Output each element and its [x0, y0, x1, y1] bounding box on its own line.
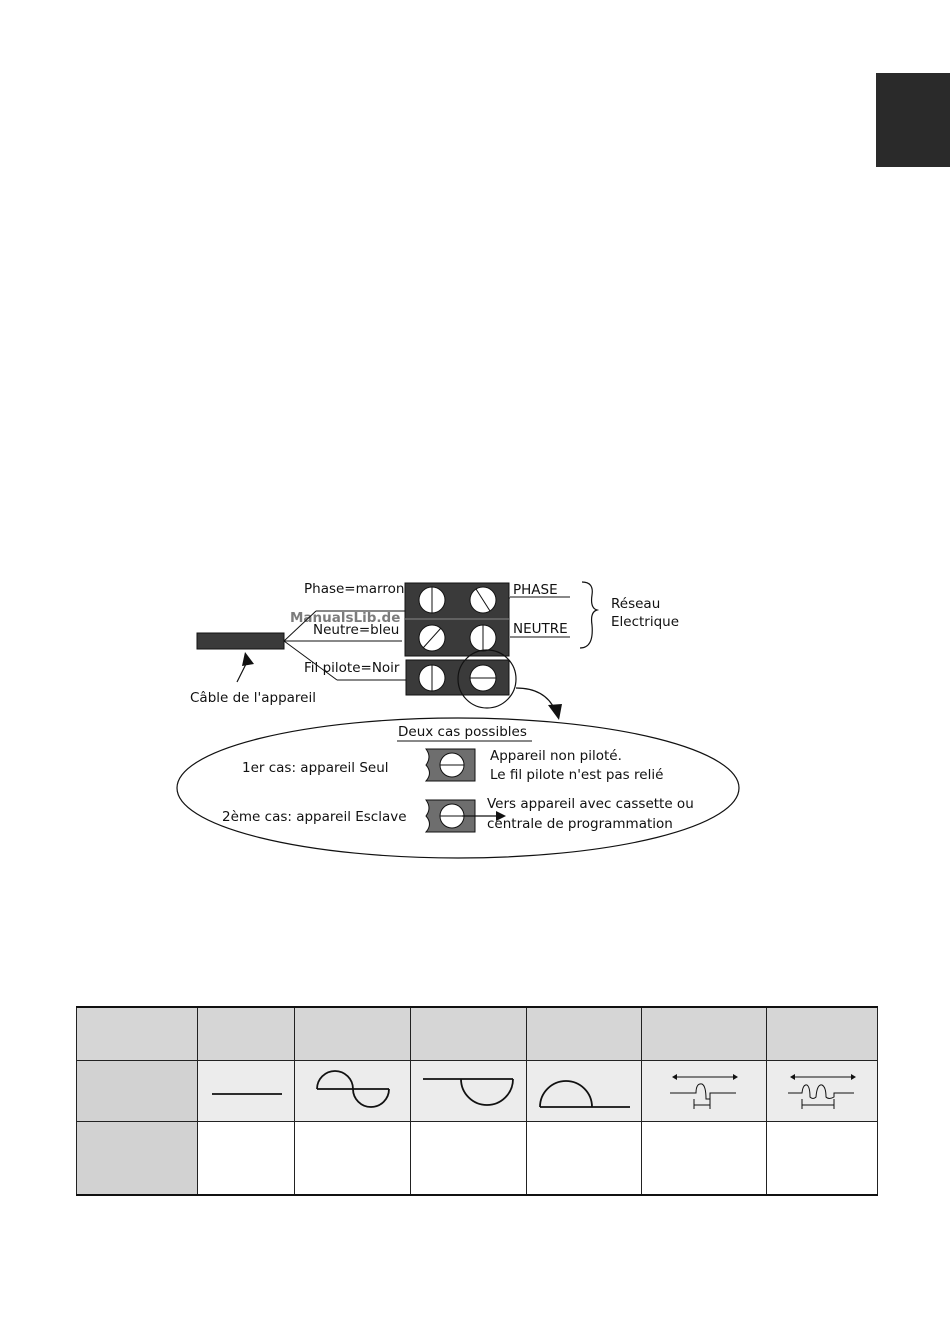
header-cell	[410, 1006, 527, 1061]
wiring-diagram: Phase=marron Neutre=bleu Fil pilote=Noir…	[176, 581, 740, 859]
cases-ellipse	[176, 717, 740, 859]
watermark: ManualsLib.de	[290, 610, 400, 626]
case1-terminal	[424, 748, 476, 782]
label-neutral-wire: Neutre=bleu	[313, 622, 399, 638]
label-network-line1: Réseau	[611, 596, 660, 612]
label-pilot-wire: Fil pilote=Noir	[304, 660, 400, 676]
case2-terminal	[424, 799, 506, 833]
pilot-signal-table	[76, 1006, 878, 1196]
label-terminal-phase: PHASE	[513, 582, 558, 598]
waveform-full-sine-cell	[294, 1060, 411, 1122]
magnify-arrowhead	[548, 704, 562, 720]
body-cell	[526, 1121, 642, 1196]
cases-title: Deux cas possibles	[398, 724, 527, 740]
magnify-circle	[457, 649, 517, 709]
header-cell	[641, 1006, 767, 1061]
body-cell	[197, 1121, 295, 1196]
label-device-cable: Câble de l'appareil	[190, 690, 316, 706]
body-cell	[641, 1121, 767, 1196]
label-terminal-neutral: NEUTRE	[513, 621, 568, 637]
case2-desc-line2: centrale de programmation	[487, 816, 673, 832]
case2-desc-line1: Vers appareil avec cassette ou	[487, 796, 694, 812]
case1-desc-line1: Appareil non piloté.	[490, 748, 622, 764]
waveform-row-header	[76, 1060, 198, 1122]
waveform-pulse-double-icon	[788, 1074, 856, 1109]
body-row-header	[76, 1121, 198, 1196]
header-cell-corner	[76, 1006, 198, 1061]
case1-desc-line2: Le fil pilote n'est pas relié	[490, 767, 663, 783]
body-cell	[766, 1121, 878, 1196]
magnify-arrow	[515, 687, 556, 711]
terminal-block-pilot	[405, 659, 510, 696]
table-header-row	[76, 1006, 878, 1061]
waveform-flat-icon	[212, 1093, 282, 1095]
case2-label: 2ème cas: appareil Esclave	[222, 809, 407, 825]
waveform-positive-half-icon	[539, 1080, 630, 1108]
waveform-negative-half-icon	[422, 1078, 514, 1106]
terminal-block-power	[404, 582, 510, 657]
label-phase-wire: Phase=marron	[304, 581, 404, 597]
waveform-pulse-single-cell	[641, 1060, 767, 1122]
case1-label: 1er cas: appareil Seul	[242, 760, 389, 776]
waveform-pulse-single-icon	[670, 1074, 738, 1109]
corner-tab	[876, 73, 950, 167]
device-cable	[196, 632, 285, 650]
header-cell	[294, 1006, 411, 1061]
network-brace	[579, 581, 600, 649]
waveform-positive-half-cell	[526, 1060, 642, 1122]
waveform-negative-half-cell	[410, 1060, 527, 1122]
body-cell	[294, 1121, 411, 1196]
header-cell	[766, 1006, 878, 1061]
header-cell	[526, 1006, 642, 1061]
label-network-line2: Electrique	[611, 614, 679, 630]
body-cell	[410, 1121, 527, 1196]
table-waveform-row	[76, 1060, 878, 1122]
waveform-pulse-double-cell	[766, 1060, 878, 1122]
waveform-flat-cell	[197, 1060, 295, 1122]
cable-pointer-arrowhead	[242, 652, 254, 666]
table-body-row	[76, 1121, 878, 1196]
header-cell	[197, 1006, 295, 1061]
waveform-full-sine-icon	[315, 1070, 390, 1108]
